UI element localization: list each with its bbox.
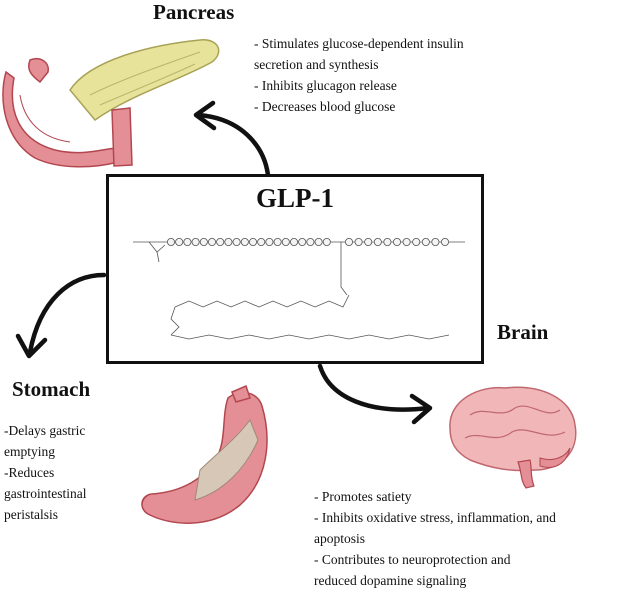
brain-icon <box>449 386 577 489</box>
glp1-structure-diagram <box>133 238 465 340</box>
pancreas-effect-line: - Decreases blood glucose <box>254 99 396 114</box>
residue-circle <box>273 238 282 247</box>
residue-circle <box>412 238 421 247</box>
brain-effects: - Promotes satiety - Inhibits oxidative … <box>314 486 556 591</box>
residue-circle <box>216 238 225 247</box>
residue-circle <box>183 238 192 247</box>
glp1-title: GLP-1 <box>256 183 334 213</box>
pancreas-icon <box>2 39 220 168</box>
residue-circle <box>364 238 373 247</box>
residue-circle <box>306 238 315 247</box>
residue-circle <box>322 238 331 247</box>
stomach-icon <box>141 384 268 524</box>
residue-circle <box>314 238 323 247</box>
stomach-effect-line: gastrointestinal <box>4 486 87 501</box>
brain-effect-line: reduced dopamine signaling <box>314 573 467 588</box>
stomach-effect-line: emptying <box>4 444 55 459</box>
arrow-to-pancreas <box>193 100 271 178</box>
pancreas-effect-line: - Stimulates glucose-dependent insulin <box>254 36 464 51</box>
residue-circle <box>240 238 249 247</box>
linker-chain <box>170 294 450 340</box>
residue-circle <box>383 238 392 247</box>
brain-effect-line: apoptosis <box>314 531 366 546</box>
stomach-effect-line: peristalsis <box>4 507 58 522</box>
pancreas-effect-line: - Inhibits glucagon release <box>254 78 397 93</box>
brain-heading: Brain <box>497 320 549 344</box>
stomach-heading: Stomach <box>12 377 91 401</box>
residue-circle <box>431 238 440 247</box>
brain-effect-line: - Contributes to neuroprotection and <box>314 552 511 567</box>
brain-effect-line: - Promotes satiety <box>314 489 412 504</box>
residue-circle <box>392 238 401 247</box>
residue-circle <box>265 238 274 247</box>
residue-circle <box>421 238 430 247</box>
residue-circle <box>354 238 363 247</box>
arrow-to-brain <box>317 363 433 425</box>
residue-circle <box>232 238 241 247</box>
residue-circle <box>298 238 307 247</box>
glp1-box: GLP-1 <box>106 174 484 364</box>
stomach-effects: -Delays gastric emptying -Reduces gastro… <box>4 420 86 525</box>
residue-circle <box>344 238 353 247</box>
residue-circle <box>191 238 200 247</box>
residue-circle <box>175 238 184 247</box>
peptide-chain <box>133 238 465 296</box>
pancreas-effect-line: secretion and synthesis <box>254 57 379 72</box>
residue-circle <box>199 238 208 247</box>
residue-circle <box>281 238 290 247</box>
brain-effect-line: - Inhibits oxidative stress, inflammatio… <box>314 510 556 525</box>
residue-circle <box>402 238 411 247</box>
residue-circle <box>208 238 217 247</box>
residue-circle <box>373 238 382 247</box>
pancreas-heading: Pancreas <box>153 0 235 24</box>
residue-circle <box>248 238 257 247</box>
stomach-effect-line: -Delays gastric <box>4 423 86 438</box>
stomach-effect-line: -Reduces <box>4 465 55 480</box>
arrow-to-stomach <box>15 272 107 359</box>
residue-circle <box>224 238 233 247</box>
residue-circle <box>167 238 176 247</box>
pancreas-effects: - Stimulates glucose-dependent insulin s… <box>254 33 464 117</box>
residue-circle <box>440 238 449 247</box>
residue-circle <box>257 238 266 247</box>
residue-circle <box>289 238 298 247</box>
